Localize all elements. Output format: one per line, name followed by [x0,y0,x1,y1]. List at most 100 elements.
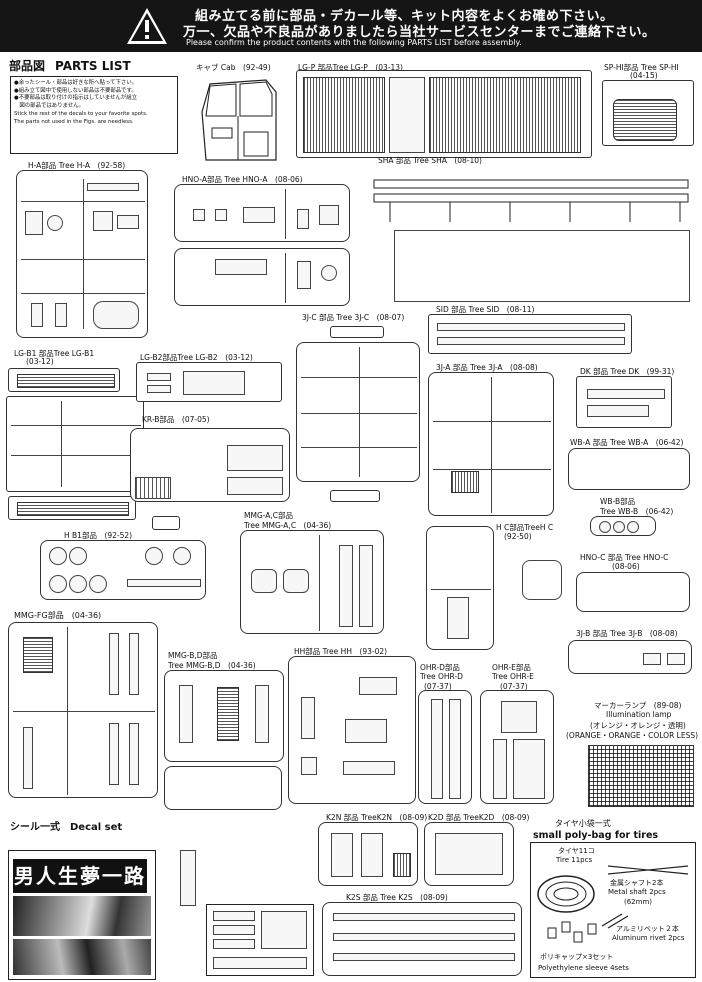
label-ohrd: OHR-D部品 [420,663,460,672]
mmgfg-part [129,633,139,695]
note-en-1: Stick the rest of the decals to your fav… [14,111,148,118]
title-en: PARTS LIST [55,59,131,73]
tree-ohre [480,690,554,804]
label-k2n: K2N 部品 TreeK2N (08-09) [326,813,428,822]
hnoa-part [193,209,205,221]
hnoa-part [243,207,275,223]
note-jp-4: 図の部品ではありません。 [14,102,84,109]
label-lgb1: LG-B1 部品Tree LG-B1 [14,349,95,358]
label-decal: シール一式 Decal set [10,822,123,833]
label-hnoa: HNO-A部品 Tree HNO-A (08-06) [182,175,303,184]
tree-mmgbd-bottom [164,766,282,810]
decal-item [213,957,307,969]
tree-hh [288,656,416,804]
tree-lgb2 [136,362,282,402]
wbb-part [613,521,625,533]
lgb2-part [147,385,171,393]
lgp-panel [429,77,581,153]
tree-krb [130,428,290,502]
label-mmgac-tree: Tree MMG-A,C (04-36) [244,521,332,530]
label-lgb2: LG-B2部品Tree LG-B2 (03-12) [140,353,253,362]
label-mmgbd-tree: Tree MMG-B,D (04-36) [168,661,256,670]
label-mmgfg: MMG-FG部品 (04-36) [14,611,102,620]
label-sha: SHA 部品 Tree SHA (08-10) [378,156,482,165]
sprue [21,259,145,260]
ohre-part [493,739,507,799]
label-sphi-code: (04-15) [630,71,658,80]
mmgfg-part [23,727,33,789]
mmgfg-part [129,723,139,785]
sprue [11,455,141,456]
lgb1-part [17,502,129,516]
hh-part [345,719,387,743]
hc-part [522,560,562,600]
lgp-panel [303,77,385,153]
krb-part [227,477,283,495]
krb-part [227,445,283,471]
sphi-grille [613,99,677,141]
cab-drawing [201,79,277,161]
sprue [285,253,286,303]
hb1-part [127,579,201,587]
k2n-part [361,833,383,877]
label-hh: HH部品 Tree HH (93-02) [294,647,388,656]
label-rivet-en: Aluminum rivet 2pcs [612,934,685,942]
tire-icon [537,875,595,913]
sprue [13,711,155,712]
hh-part [301,757,317,775]
mmgbd-part [255,685,269,743]
hnoa-part [215,209,227,221]
dk-part [587,389,665,399]
marker-lamp-sheet [588,745,694,807]
sprue [491,377,492,513]
warning-icon [127,8,167,44]
tire-bag-box [530,842,696,978]
decal-item [213,939,255,949]
k2s-part [333,953,515,961]
tree-k2s [322,902,522,976]
tree-k2n [318,822,418,886]
wheel-part [69,575,87,593]
sid-part [437,323,625,331]
label-sphi: SP-HI部品 Tree SP-HI [604,63,679,72]
tree-mmgbd [164,670,284,762]
ohrd-part [431,699,443,799]
label-ohre-tree: Tree OHR-E [492,672,534,681]
label-wbb-tree: Tree WB-B (06-42) [600,507,674,516]
label-k2s: K2S 部品 Tree K2S (08-09) [346,893,448,902]
sprue [433,421,551,422]
wbb-part [599,521,611,533]
tree-ha [16,170,148,338]
tree-lgb1-top [8,368,120,392]
hnoa-part [319,205,339,225]
label-tirebag-en: small poly-bag for tires [533,830,659,841]
tree-3jb [568,640,692,674]
tree-hb1-small [152,516,180,530]
label-hc-code: (92-50) [504,532,532,541]
lgp-panel [389,77,425,153]
hh-part [359,677,397,695]
mmgfg-part [23,637,53,673]
sha-chassis [373,179,689,222]
label-tire-jp: タイヤ11コ [558,847,595,855]
hh-part [301,697,315,739]
mmgfg-part [109,633,119,695]
tree-hnoc [576,572,690,612]
label-marker-colors-jp: (オレンジ・オレンジ・透明) [590,721,686,730]
label-dk: DK 部品 Tree DK (99-31) [580,367,675,376]
label-ohre-code: (07-37) [500,682,528,691]
krb-part [135,477,171,499]
ha-part [55,303,67,327]
label-shaft-en: Metal shaft 2pcs [608,888,666,896]
wheel-part [173,547,191,565]
label-shaft-size: (62mm) [624,898,653,906]
3ja-part [451,471,479,493]
notes-box: ●余ったシール・部品は好きな所へ貼って下さい。 ●組み立て図中で使用しない部品は… [10,76,178,154]
sprue [21,293,145,294]
sprue [285,189,286,239]
label-sleeve-en: Polyethylene sleeve 4sets [538,964,629,972]
decal-sheet-small [206,904,314,976]
mmgac-part [251,569,277,593]
label-hnoc: HNO-C 部品 Tree HNO-C [580,553,669,562]
ohre-part [513,739,545,799]
